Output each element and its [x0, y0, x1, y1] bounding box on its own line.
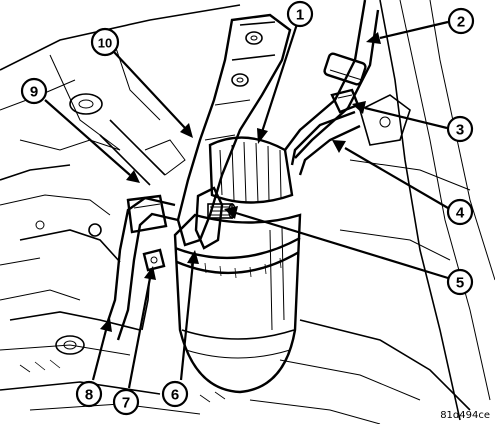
- callout-3-label: 3: [456, 122, 464, 139]
- callout-1-label: 1: [296, 7, 304, 24]
- callout-9-label: 9: [30, 84, 38, 101]
- callout-5-label: 5: [456, 275, 464, 292]
- ac-lines: [99, 0, 380, 341]
- leader-10: [113, 51, 186, 129]
- callout-6: 6: [161, 380, 189, 408]
- callout-10: 10: [90, 27, 120, 57]
- leader-7: [127, 277, 152, 389]
- callout-5: 5: [446, 268, 474, 296]
- callout-3: 3: [446, 115, 474, 143]
- callout-10-label: 10: [98, 36, 112, 51]
- callout-4-label: 4: [456, 205, 465, 222]
- callout-7-label: 7: [122, 395, 130, 412]
- leader-2: [379, 20, 449, 40]
- callout-7: 7: [112, 388, 140, 416]
- leader-4: [344, 147, 449, 209]
- callout-1: 1: [286, 0, 314, 28]
- callout-9: 9: [20, 77, 48, 105]
- leader-3: [364, 106, 448, 130]
- callout-6-label: 6: [171, 387, 179, 404]
- callout-4: 4: [446, 198, 474, 226]
- callout-2-label: 2: [457, 14, 465, 31]
- leader-8: [91, 329, 108, 381]
- leader-6: [179, 261, 195, 381]
- leader-9: [44, 99, 131, 176]
- leader-1: [260, 23, 299, 133]
- leader-5: [235, 211, 449, 280]
- callout-8: 8: [75, 380, 103, 408]
- receiver-drier-canister: [173, 136, 302, 394]
- leader-lines: [44, 20, 449, 389]
- callout-8-label: 8: [85, 387, 93, 404]
- callout-2: 2: [447, 7, 475, 35]
- figure-code: 81d494ce: [440, 410, 490, 421]
- mounting-bracket: [176, 13, 292, 247]
